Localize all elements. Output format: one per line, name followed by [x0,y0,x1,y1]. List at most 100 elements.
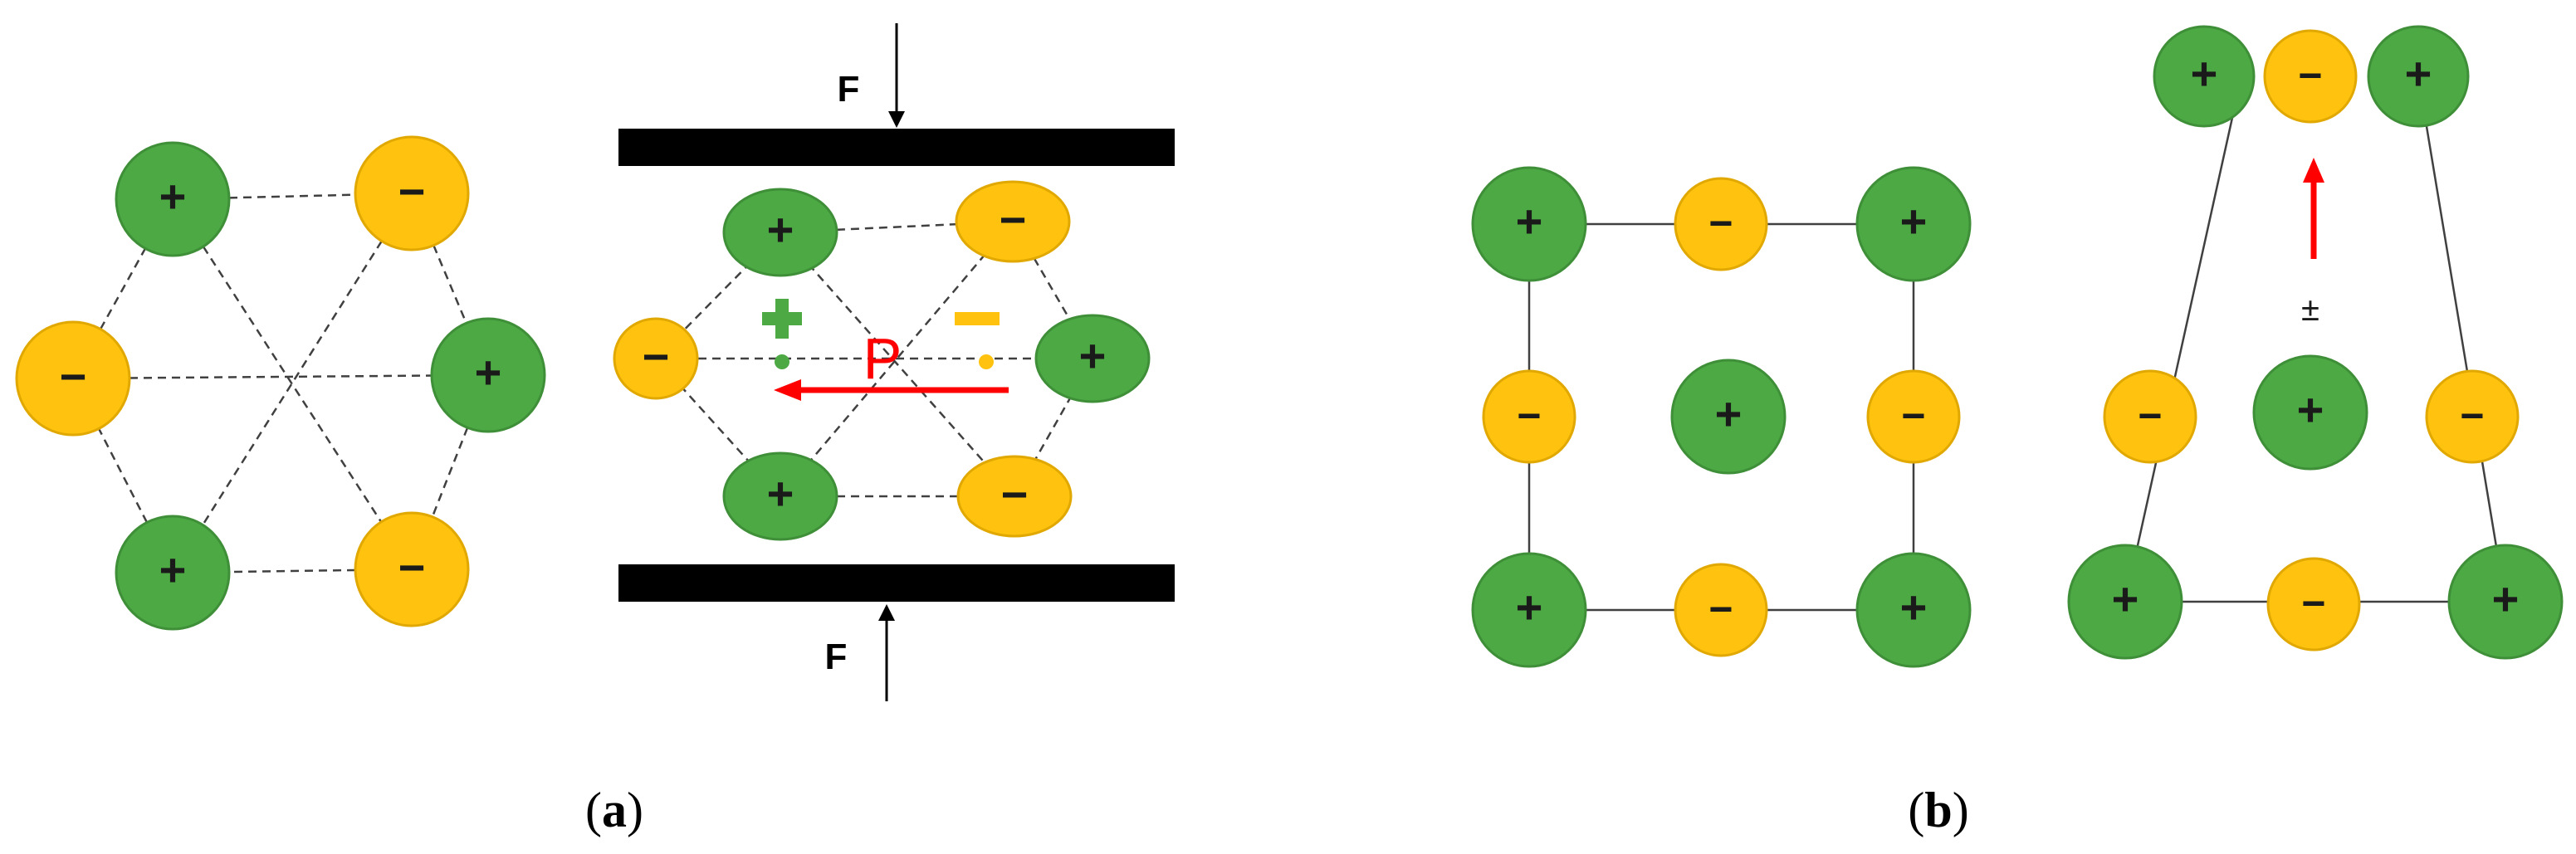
panel-b-trapezoid-deformed: + − + ± − + − + − + [2067,25,2564,660]
bond [2417,76,2507,603]
panel-b-square-unstressed: + − + − + − + − + [1471,166,1972,668]
ion-positive: + [115,141,231,257]
ion-positive: + [430,317,546,433]
ion-body-negative [956,455,1073,538]
polarization-label: P [863,326,902,391]
minus-sign: − [1000,193,1027,246]
ion-body-positive [1471,166,1587,282]
ion-body-positive [2367,25,2470,128]
ion-body-positive [722,451,838,541]
plus-sign: + [2112,573,2139,625]
minus-sign: − [1517,393,1541,439]
plus-sign: + [2492,573,2520,625]
ion-body-positive [2067,544,2183,660]
minus-sign: − [1001,468,1029,520]
ion-body-positive [1855,552,1972,668]
caption-b: (b) [1908,783,1968,837]
ion-positive: + [1034,314,1151,403]
minus-sign: − [2138,393,2162,439]
force-arrowhead-bottom [878,604,895,621]
positive-charge-center [762,299,802,369]
ion-positive: + [1855,552,1972,668]
minus-sign: − [398,165,426,217]
minus-sign: − [398,541,426,593]
ion-body-positive [115,141,231,257]
force-arrowhead-top [888,111,905,128]
plus-sign: + [1516,195,1543,247]
bond [171,198,413,570]
bottom-plate [618,564,1175,602]
ion-positive: + [2447,544,2564,660]
minus-sign: − [1708,586,1733,632]
plus-minus-symbol: ± [2301,291,2319,328]
ion-negative: − [2266,557,2361,651]
minus-sign: − [60,350,87,403]
ion-body-negative [354,135,470,251]
top-plate [618,129,1175,166]
ion-negative: − [1866,369,1961,464]
minus-sign: − [2301,580,2325,627]
force-label-top: F [838,69,860,110]
ion-negative: − [1482,369,1576,464]
polarization-arrowhead [774,379,801,401]
ion-positive: + [115,515,231,631]
plus-sign: + [767,467,794,520]
ion-positive: + [1670,359,1787,475]
ion-body-positive [2252,354,2368,471]
bond [171,193,413,573]
ion-body-negative [613,317,699,400]
plus-sign: + [159,544,187,596]
ion-positive: + [1471,166,1587,282]
ion-negative: − [354,135,470,251]
ion-negative: − [956,455,1073,538]
bond [780,221,1014,497]
ion-positive: + [722,451,838,541]
ion-body-negative [2103,369,2197,464]
ion-negative: − [354,511,470,627]
minus-sign: − [1708,200,1733,246]
plus-sign: + [1715,388,1743,440]
ion-negative: − [15,320,131,437]
caption-a: (a) [585,783,643,837]
bond [780,220,1014,234]
polarization-arrowhead-up [2303,158,2324,183]
ion-negative: − [2425,369,2520,464]
ion-positive: + [1471,552,1587,668]
minus-symbol-bar [955,312,1000,325]
ion-body-positive [115,515,231,631]
ion-body-negative [1674,563,1768,657]
ion-negative: − [1674,177,1768,271]
bond [780,232,1015,497]
plus-sign: + [1079,329,1107,382]
negative-charge-center [955,312,1000,369]
ion-positive: + [2153,25,2256,128]
negative-center-dot [979,354,994,369]
ion-body-negative [1482,369,1576,464]
plus-sign: + [2405,47,2432,100]
plus-sign: + [1900,581,1928,633]
plus-sign: + [475,346,502,398]
plus-sign: + [159,170,187,222]
bond [2124,76,2243,603]
ion-positive: + [722,188,838,277]
ion-body-negative [354,511,470,627]
minus-sign: − [2298,52,2322,99]
ion-negative: − [955,180,1071,263]
ion-body-positive [1034,314,1151,403]
panel-a-hexagon-compressed: F + − − + [613,23,1175,701]
minus-sign: − [643,330,670,383]
positive-center-dot [775,354,789,369]
ion-positive: + [1855,166,1972,282]
plus-symbol-bar-v [775,299,789,339]
plus-sign: + [767,203,794,256]
ion-body-positive [1471,552,1587,668]
ion-body-positive [2153,25,2256,128]
trapezoid-bonds [2124,76,2507,603]
plus-sign: + [1516,581,1543,633]
ion-body-negative [1866,369,1961,464]
plus-sign: + [2297,383,2324,436]
ion-negative: − [2103,369,2197,464]
ion-body-negative [955,180,1071,263]
plus-sign: + [1900,195,1928,247]
